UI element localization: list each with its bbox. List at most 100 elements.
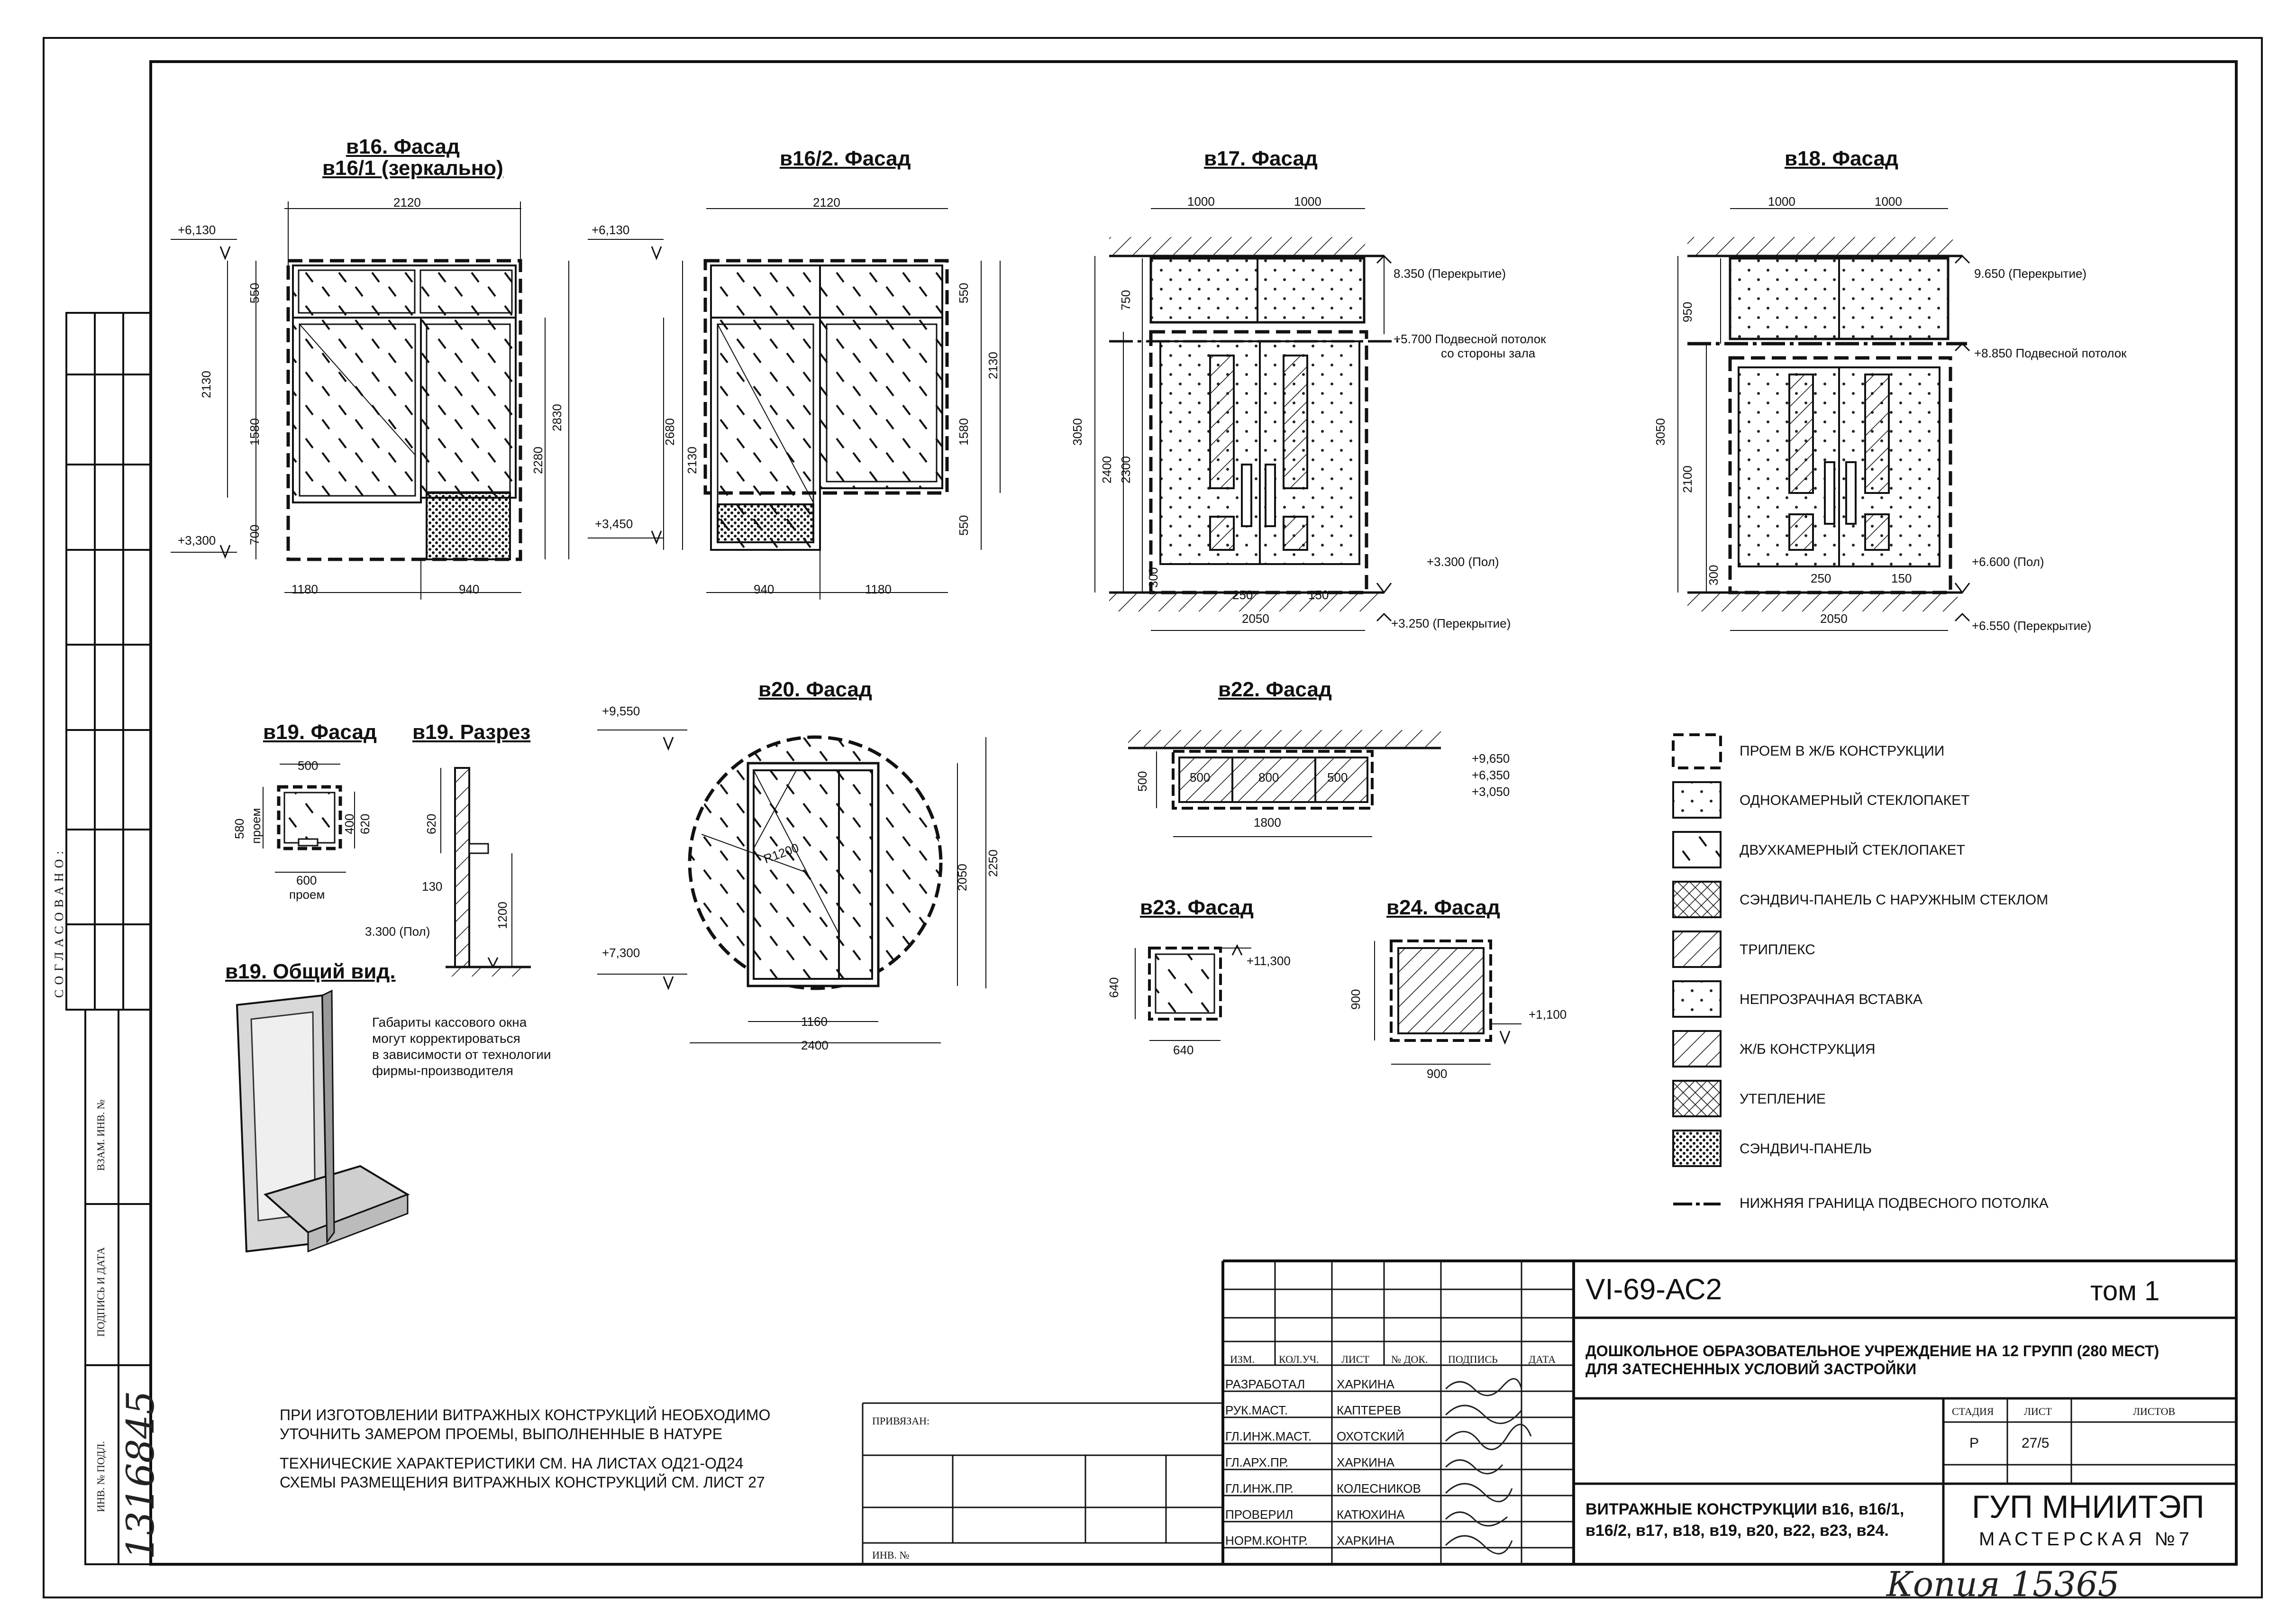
copy-number: Копия 15365 [1886,1564,2120,1604]
sheets-header: ЛИСТОВ [2133,1405,2176,1417]
sheet-value: 27/5 [2022,1435,2050,1451]
dim: 130 [422,879,443,894]
dim: 2680 [663,418,677,446]
role-name: КАТЮХИНА [1337,1507,1405,1522]
dim: 750 [1119,290,1133,310]
role: ГЛ.АРХ.ПР. [1225,1455,1289,1469]
v19-note-line: могут корректироваться [372,1031,520,1046]
v19-note-line: в зависимости от технологии [372,1047,551,1062]
role: ПРОВЕРИЛ [1225,1507,1294,1522]
dim: 640 [1107,977,1121,998]
dim: 1180 [292,582,318,596]
dim: 2830 [550,404,564,431]
dim: 900 [1427,1067,1448,1081]
level-mark: +8.850 Подвесной потолок [1974,346,2127,360]
dim: 2250 [986,849,1000,877]
v16-2-title: в16/2. Фасад [780,147,911,170]
v19-facade-title: в19. Фасад [263,721,377,744]
level-mark: +7,300 [602,946,640,960]
level-mark: +9,650 [1472,751,1510,766]
v16-2-facade [588,208,1001,600]
v18-facade [1677,208,1970,631]
sheet-header: ЛИСТ [2024,1405,2052,1417]
level-mark: +3,300 [178,533,216,547]
level-mark: +3,050 [1472,785,1510,799]
dim: 500 [1135,771,1149,792]
dim: 500 [298,758,319,773]
level-mark-note: со стороны зала [1441,346,1536,360]
level-mark: +6,350 [1472,768,1510,782]
header-date: ДАТА [1529,1353,1556,1365]
subject-2: в16/2, в17, в18, в19, в20, в22, в23, в24… [1585,1522,1889,1540]
dim: 2300 [1119,456,1133,484]
legend-label: ОДНОКАМЕРНЫЙ СТЕКЛОПАКЕТ [1740,793,1970,808]
note-line: УТОЧНИТЬ ЗАМЕРОМ ПРОЕМЫ, ВЫПОЛНЕННЫЕ В Н… [280,1425,723,1442]
project-title-1: ДОШКОЛЬНОЕ ОБРАЗОВАТЕЛЬНОЕ УЧРЕЖДЕНИЕ НА… [1585,1342,2159,1359]
level-mark: +6,130 [178,223,216,237]
v16-facade [171,201,569,600]
role-name: ХАРКИНА [1337,1377,1394,1391]
header-doc: № ДОК. [1391,1353,1428,1365]
dim: 3050 [1070,418,1084,446]
note-line: ТЕХНИЧЕСКИЕ ХАРАКТЕРИСТИКИ СМ. НА ЛИСТАХ… [280,1455,744,1472]
dim: 2130 [685,447,699,474]
margin-stamp [65,312,152,1565]
dim: 250 [1232,588,1253,602]
dim: 950 [1680,301,1695,322]
header-list: ЛИСТ [1341,1353,1369,1365]
dim: 1000 [1294,194,1321,209]
v19-facade [263,764,355,873]
dim: 550 [957,515,971,536]
v22-facade [1128,730,1441,837]
level-mark: +5.700 Подвесной потолок [1394,332,1546,346]
v20-facade [597,730,986,1043]
dim: 1800 [1254,815,1281,830]
dim: 150 [1891,571,1912,585]
dim: 2400 [1100,456,1114,484]
dim: 3050 [1653,418,1667,446]
dim: 2280 [531,447,545,474]
subject-1: ВИТРАЖНЫЕ КОНСТРУКЦИИ в16, в16/1, [1585,1500,1904,1518]
legend-label: ТРИПЛЕКС [1740,942,1815,958]
dim: 2050 [1820,611,1848,626]
v19-general-view-image [236,989,410,1253]
dim: 800 [1258,770,1279,785]
role: ГЛ.ИНЖ.ПР. [1225,1481,1294,1496]
podpis-label: ПОДПИСЬ И ДАТА [95,1247,107,1337]
dim-note: проем [289,887,325,902]
level-mark: +3.300 (Пол) [1427,555,1499,569]
role: РАЗРАБОТАЛ [1225,1377,1305,1391]
dim: 620 [424,813,438,834]
v19-note-line: фирмы-производителя [372,1063,513,1078]
note-line: ПРИ ИЗГОТОВЛЕНИИ ВИТРАЖНЫХ КОНСТРУКЦИЙ Н… [280,1406,771,1423]
agreed-label: СОГЛАСОВАНО: [52,846,66,998]
header-sign: ПОДПИСЬ [1448,1353,1498,1365]
v19-note: Габариты кассового окна могут корректиро… [372,1014,551,1079]
role: НОРМ.КОНТР. [1225,1533,1308,1548]
dim: 2050 [955,864,969,891]
level-mark: +6,130 [592,223,630,237]
v23-facade [1135,944,1251,1041]
v16-1-title: в16/1 (зеркально) [322,156,503,180]
organization: ГУП МНИИТЭП [1972,1489,2205,1525]
legend-label: Ж/Б КОНСТРУКЦИЯ [1740,1041,1876,1057]
legend-label: НЕПРОЗРАЧНАЯ ВСТАВКА [1740,992,1922,1007]
v20-title: в20. Фасад [758,678,872,701]
role: ГЛ.ИНЖ.МАСТ. [1225,1429,1312,1443]
v18-title: в18. Фасад [1785,147,1898,170]
v24-facade [1374,940,1522,1065]
dim: 550 [247,283,262,303]
drawing-code: VI-69-АС2 [1585,1273,1722,1306]
dim: 300 [1706,565,1721,585]
dim: 2120 [393,195,421,210]
v19-view-title: в19. Общий вид. [225,960,396,983]
level-mark: +9,550 [602,704,640,718]
level-mark: 8.350 (Перекрытие) [1394,266,1506,281]
dim: 550 [957,283,971,303]
dim: 1000 [1875,194,1902,209]
v17-title: в17. Фасад [1204,147,1318,170]
stage-value: Р [1969,1435,1979,1451]
general-notes: ПРИ ИЗГОТОВЛЕНИИ ВИТРАЖНЫХ КОНСТРУКЦИЙ Н… [280,1405,770,1492]
dim: 700 [247,524,262,545]
dim: 1200 [495,902,510,929]
